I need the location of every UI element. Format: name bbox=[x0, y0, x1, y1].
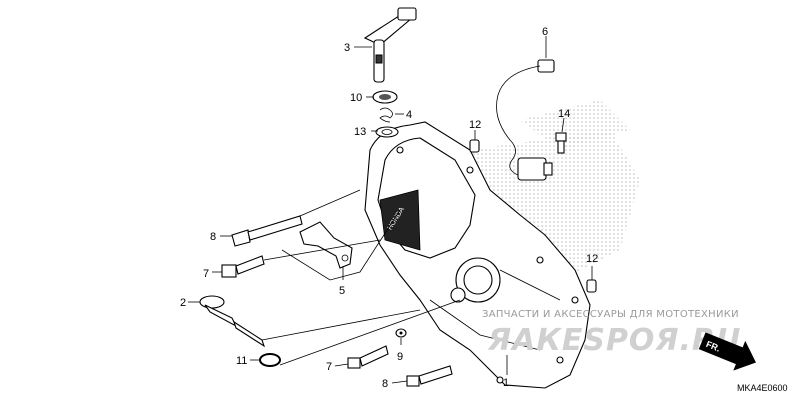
spring bbox=[379, 107, 393, 123]
cable-clamp-stay bbox=[299, 221, 353, 269]
bolt-7-upper bbox=[221, 255, 265, 278]
callout-13: 13 bbox=[354, 126, 366, 138]
bolt-8-lower bbox=[406, 365, 453, 387]
leader-lines bbox=[188, 36, 593, 384]
callout-9: 9 bbox=[397, 351, 403, 363]
sensor-wire bbox=[496, 59, 555, 181]
clutch-lifter-arm bbox=[363, 7, 417, 83]
callouts: 3 10 4 13 6 14 12 12 8 7 5 2 11 9 7 8 1 bbox=[180, 26, 598, 390]
callout-12-upper: 12 bbox=[469, 119, 481, 131]
callout-10: 10 bbox=[350, 92, 362, 104]
callout-6: 6 bbox=[542, 26, 548, 38]
direction-arrow: FR. bbox=[698, 332, 756, 371]
watermark-logo: ЯАКЕSPОЯ.RU bbox=[487, 323, 741, 358]
watermark-caption: ЗАПЧАСТИ И АКСЕССУАРЫ ДЛЯ МОТОТЕХНИКИ bbox=[482, 309, 739, 320]
dowel-pin-lower bbox=[586, 279, 597, 293]
oil-seal bbox=[372, 90, 398, 104]
washer-13 bbox=[375, 126, 399, 138]
callout-5: 5 bbox=[339, 285, 345, 297]
dowel-pin-upper bbox=[469, 139, 480, 153]
callout-4: 4 bbox=[406, 109, 412, 121]
callout-14: 14 bbox=[558, 108, 570, 120]
callout-12-lower: 12 bbox=[586, 253, 598, 265]
oil-filler-cap bbox=[199, 295, 266, 348]
callout-2: 2 bbox=[180, 297, 186, 309]
diagram-code: MKA4E0600 bbox=[737, 383, 788, 393]
o-ring bbox=[259, 353, 281, 367]
bolt-8-upper bbox=[231, 215, 303, 247]
bolt-7-lower bbox=[347, 345, 389, 369]
bolt-14 bbox=[555, 132, 567, 154]
callout-8-upper: 8 bbox=[210, 231, 216, 243]
callout-7-lower: 7 bbox=[326, 361, 332, 373]
right-crankcase-cover: HONDA bbox=[364, 121, 591, 389]
callout-7-upper: 7 bbox=[203, 268, 209, 280]
callout-1: 1 bbox=[503, 377, 509, 389]
washer-9 bbox=[395, 328, 407, 338]
callout-3: 3 bbox=[344, 42, 350, 54]
callout-11: 11 bbox=[236, 355, 247, 367]
watermark: ЗАПЧАСТИ И АКСЕССУАРЫ ДЛЯ МОТОТЕХНИКИ ЯА… bbox=[482, 309, 741, 358]
callout-8-lower: 8 bbox=[382, 378, 388, 390]
